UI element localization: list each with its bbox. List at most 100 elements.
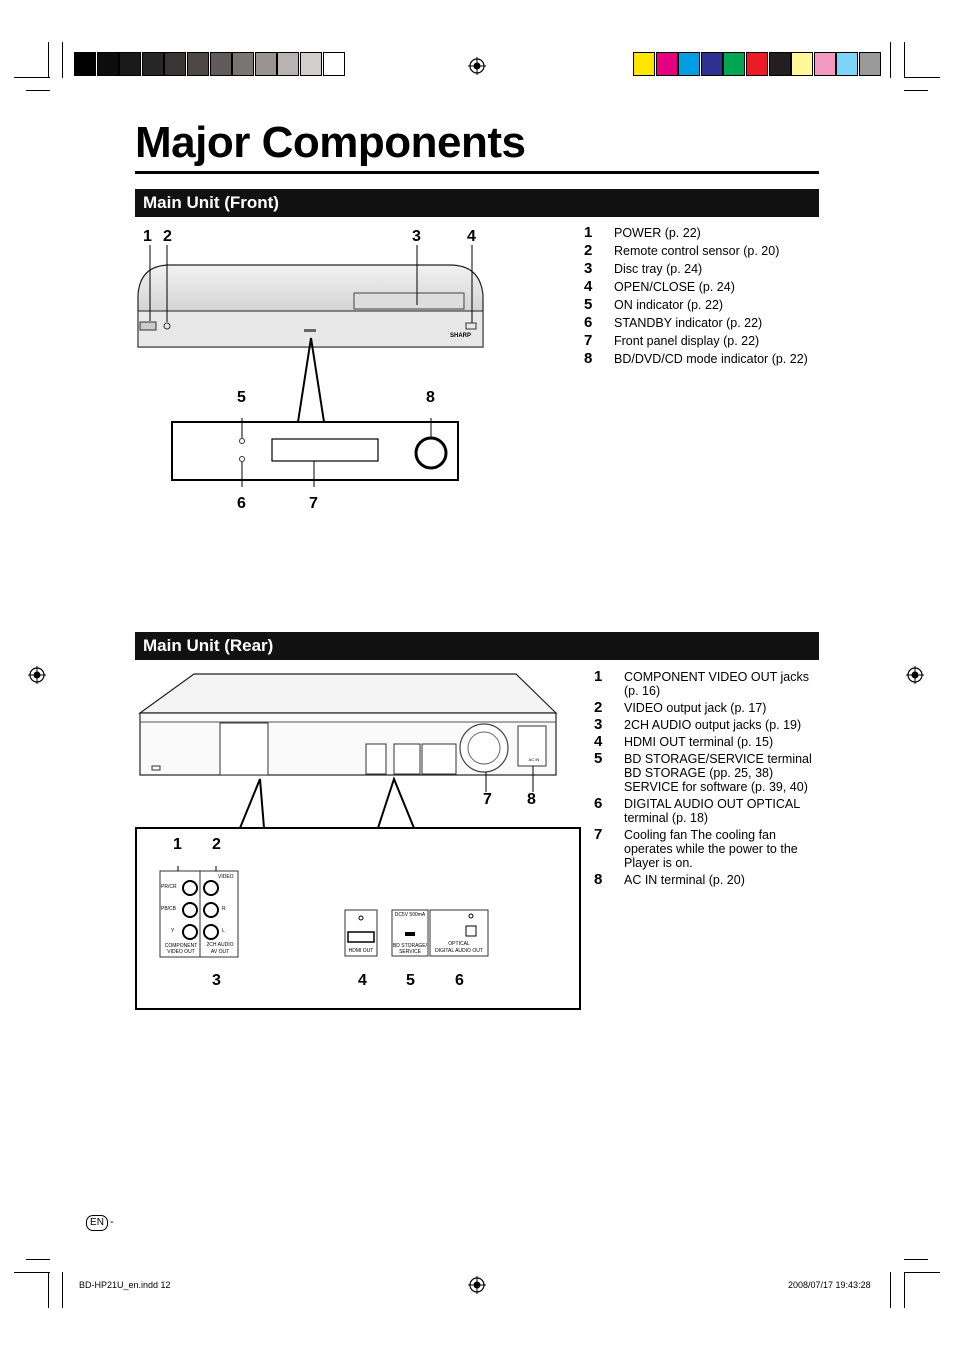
jack-label: PB/CB xyxy=(161,906,177,912)
item-text: Front panel display (p. 22) xyxy=(614,334,760,348)
item-text: HDMI OUT terminal (p. 15) xyxy=(624,735,774,749)
color-swatch xyxy=(768,52,791,76)
list-item: 1 POWER (p. 22) xyxy=(584,225,814,240)
crop-mark xyxy=(904,1272,940,1273)
color-swatch xyxy=(859,52,881,76)
crop-mark xyxy=(890,42,891,78)
registration-mark-icon xyxy=(468,57,486,75)
item-number: 8 xyxy=(594,871,603,888)
item-text: 2CH AUDIO output jacks (p. 19) xyxy=(624,718,802,732)
color-swatch xyxy=(254,52,277,76)
jack-label: VIDEO xyxy=(218,874,234,880)
jack-label: Y xyxy=(171,928,175,934)
jack-label: DIGITAL AUDIO OUT xyxy=(435,948,483,954)
crop-mark xyxy=(904,1259,928,1260)
crop-mark xyxy=(904,42,905,78)
color-swatch xyxy=(232,52,255,76)
crop-mark xyxy=(14,1272,50,1273)
callout: 2 xyxy=(163,228,172,245)
item-text: Cooling fan The cooling fan operates whi… xyxy=(624,828,798,870)
item-number: 5 xyxy=(594,750,603,767)
color-swatch xyxy=(700,52,723,76)
crop-mark xyxy=(26,1259,50,1260)
color-swatch xyxy=(633,52,655,76)
jack-label: 2CH AUDIO xyxy=(206,942,234,948)
callout: 7 xyxy=(309,495,318,512)
color-swatch xyxy=(791,52,814,76)
callout: 1 xyxy=(173,836,182,853)
color-swatch xyxy=(300,52,322,76)
callout: 5 xyxy=(406,972,415,989)
color-swatch xyxy=(119,52,142,76)
callout: 6 xyxy=(237,495,246,512)
color-swatch xyxy=(277,52,300,76)
item-text: VIDEO output jack (p. 17) xyxy=(624,701,767,715)
item-text: ON indicator (p. 22) xyxy=(614,298,724,312)
item-number: 2 xyxy=(594,699,603,716)
crop-mark xyxy=(904,1272,905,1308)
item-text: Remote control sensor (p. 20) xyxy=(614,244,780,258)
crop-mark xyxy=(62,42,63,78)
callout: 4 xyxy=(358,972,367,989)
item-number: 8 xyxy=(584,350,593,367)
crop-mark xyxy=(48,42,49,78)
section-header-front: Main Unit (Front) xyxy=(135,189,819,217)
item-number: 1 xyxy=(584,224,593,241)
crop-mark xyxy=(904,77,940,78)
item-number: 7 xyxy=(584,332,593,349)
item-text: STANDBY indicator (p. 22) xyxy=(614,316,763,330)
page-title: Major Components xyxy=(135,118,526,167)
color-swatch xyxy=(322,52,345,76)
color-swatch xyxy=(164,52,187,76)
jack-label: OPTICAL xyxy=(448,941,470,947)
crop-mark xyxy=(14,77,50,78)
color-swatch xyxy=(209,52,232,76)
item-text: OPEN/CLOSE (p. 24) xyxy=(614,280,735,294)
crop-mark xyxy=(26,90,50,91)
crop-mark xyxy=(48,1272,49,1308)
color-swatch xyxy=(746,52,768,76)
jack-label: BD STORAGE/ SERVICE xyxy=(392,943,428,955)
list-item: 3 Disc tray (p. 24) xyxy=(584,261,814,276)
callout: 6 xyxy=(455,972,464,989)
item-text: AC IN terminal (p. 20) xyxy=(624,873,745,887)
rear-unit-illustration xyxy=(135,673,581,1010)
color-swatch xyxy=(723,52,746,76)
section-header-rear: Main Unit (Rear) xyxy=(135,632,819,660)
brand-logo: SHARP xyxy=(450,333,471,339)
registration-mark-icon xyxy=(906,666,924,684)
color-swatch xyxy=(74,52,96,76)
list-item: 5 BD STORAGE/SERVICE terminal BD STORAGE … xyxy=(594,751,824,794)
item-number: 5 xyxy=(584,296,593,313)
color-swatch xyxy=(813,52,836,76)
list-item: 4 OPEN/CLOSE (p. 24) xyxy=(584,279,814,294)
footer-filename: BD-HP21U_en.indd 12 xyxy=(79,1280,171,1290)
list-item: 8 AC IN terminal (p. 20) xyxy=(594,872,824,887)
item-text: POWER (p. 22) xyxy=(614,226,701,240)
crop-mark xyxy=(890,1272,891,1308)
callout: 8 xyxy=(527,791,536,808)
list-item: 2 VIDEO output jack (p. 17) xyxy=(594,700,824,715)
title-rule xyxy=(135,171,819,174)
item-number: 3 xyxy=(584,260,593,277)
item-number: 6 xyxy=(594,795,603,812)
jack-label: L xyxy=(222,928,225,934)
item-text: BD STORAGE/SERVICE terminal BD STORAGE (… xyxy=(624,752,812,794)
callout: 3 xyxy=(212,972,221,989)
item-number: 1 xyxy=(594,668,603,685)
registration-mark-icon xyxy=(468,1276,486,1294)
item-number: 4 xyxy=(584,278,593,295)
item-text: Disc tray (p. 24) xyxy=(614,262,703,276)
color-swatch xyxy=(96,52,119,76)
color-swatch xyxy=(187,52,209,76)
callout: 2 xyxy=(212,836,221,853)
callout: 1 xyxy=(143,228,152,245)
crop-mark xyxy=(62,1272,63,1308)
color-swatch xyxy=(141,52,164,76)
color-swatch xyxy=(655,52,678,76)
jack-label: R xyxy=(222,906,226,912)
